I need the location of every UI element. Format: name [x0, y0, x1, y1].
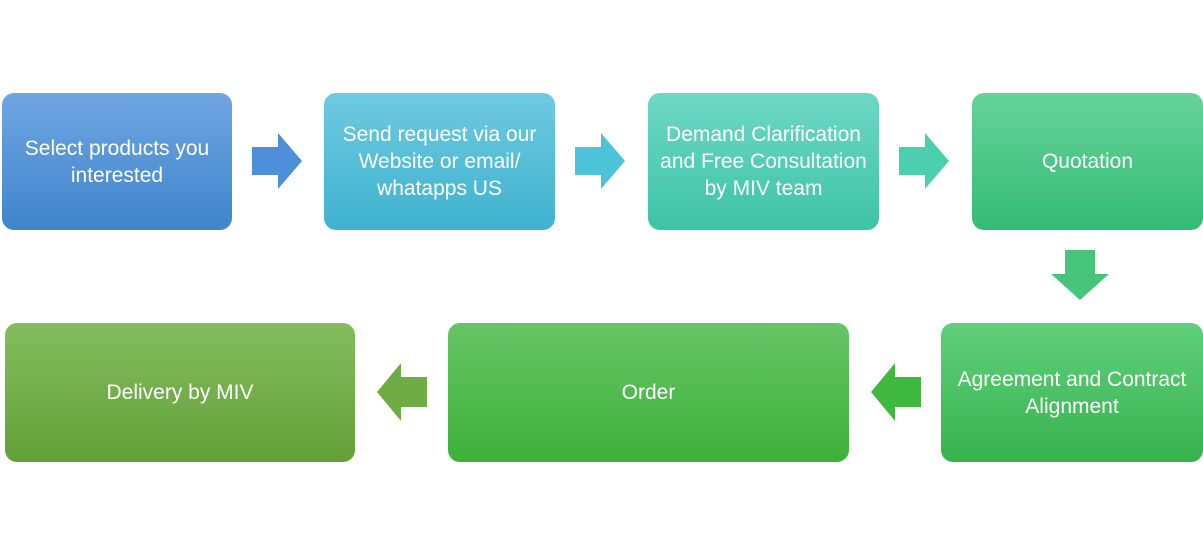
arrow-right-icon — [899, 133, 949, 189]
step-label: Demand Clarification and Free Consultati… — [660, 123, 867, 200]
arrow-left-icon — [871, 363, 921, 421]
step-demand-clarification: Demand Clarification and Free Consultati… — [648, 93, 879, 230]
step-agreement: Agreement and Contract Alignment — [941, 323, 1203, 462]
step-label: Order — [621, 381, 676, 404]
step-delivery: Delivery by MIV — [5, 323, 355, 462]
step-order: Order — [448, 323, 849, 462]
arrow-right-icon — [575, 133, 625, 189]
step-label: Agreement and Contract Alignment — [957, 367, 1187, 418]
step-label: Delivery by MIV — [106, 381, 254, 404]
step-label: Send request via our Website or email/ w… — [342, 123, 537, 200]
step-select-products: Select products you interested — [2, 93, 232, 230]
step-label: Select products you interested — [24, 136, 210, 187]
arrow-down-icon — [1051, 250, 1109, 300]
step-quotation: Quotation — [972, 93, 1203, 230]
arrow-left-icon — [377, 363, 427, 421]
step-send-request: Send request via our Website or email/ w… — [324, 93, 555, 230]
step-label: Quotation — [1041, 150, 1134, 173]
arrow-right-icon — [252, 133, 302, 189]
